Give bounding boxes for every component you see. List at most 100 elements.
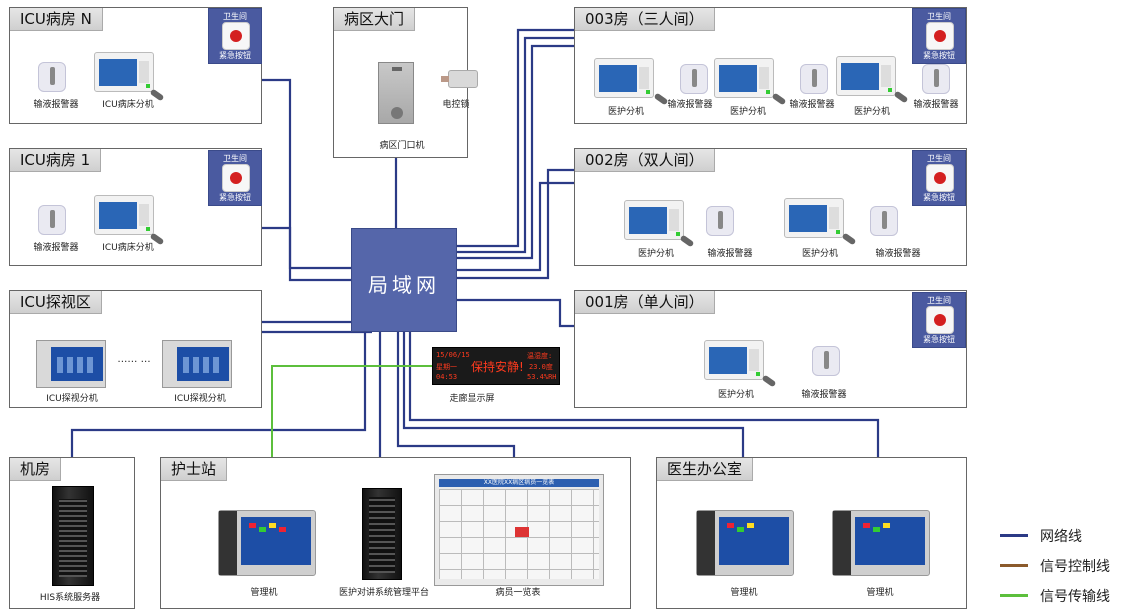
icu-bed-terminal[interactable] (94, 52, 154, 92)
corridor-temp: 23.0度 (529, 363, 553, 371)
doctor-management-terminal-label: 管理机 (730, 588, 758, 598)
patient-list-display[interactable]: XX医院XX病区病员一览表 (434, 474, 604, 586)
room-title: 003房（三人间） (575, 8, 715, 31)
intercom-platform-server-icon (362, 488, 402, 580)
icu-visit-terminal-2[interactable] (162, 340, 232, 388)
infusion-alarm[interactable] (38, 62, 66, 92)
room-title: ICU病房 1 (10, 149, 102, 172)
terminal-indicator (646, 90, 650, 94)
infusion-alarm[interactable] (680, 64, 708, 94)
lan-hub: 局域网 (351, 228, 457, 332)
emergency-button-label: 紧急按钮 (923, 51, 955, 60)
legend-network-swatch (1000, 534, 1028, 537)
room-title: 001房（单人间） (575, 291, 715, 314)
terminal-screen (719, 517, 789, 565)
washroom-003: 卫生间 紧急按钮 (912, 8, 966, 64)
nurse-terminal[interactable] (836, 56, 896, 96)
corridor-temp-label: 温湿度: (527, 352, 553, 360)
icu-bed-terminal-label: ICU病床分机 (102, 243, 154, 253)
room-title: ICU病房 N (10, 8, 103, 31)
corridor-date: 15/06/15 (436, 351, 470, 359)
corridor-display: 15/06/15 星期一 04:53 保持安静! 温湿度: 23.0度 53.4… (432, 347, 560, 385)
washroom-label: 卫生间 (223, 12, 247, 21)
infusion-alarm[interactable] (800, 64, 828, 94)
room-title: 机房 (10, 458, 62, 481)
his-server-label: HIS系统服务器 (39, 593, 101, 603)
infusion-alarm-label: 输液报警器 (913, 100, 959, 110)
emergency-button-label: 紧急按钮 (923, 335, 955, 344)
terminal-keypad (759, 67, 769, 89)
door-intercom-label: 病区门口机 (379, 141, 425, 151)
legend-transmit-swatch (1000, 594, 1028, 597)
terminal-indicator (836, 230, 840, 234)
intercom-platform-label: 医护对讲系统管理平台 (338, 588, 430, 598)
patient-list-alert (515, 527, 529, 537)
nurse-terminal[interactable] (714, 58, 774, 98)
infusion-alarm[interactable] (812, 346, 840, 376)
infusion-alarm[interactable] (38, 205, 66, 235)
nurse-terminal-label: 医护分机 (717, 390, 755, 400)
nurse-terminal[interactable] (784, 198, 844, 238)
emergency-button[interactable] (222, 164, 250, 192)
nurse-terminal-label: 医护分机 (853, 107, 891, 117)
nurse-terminal[interactable] (704, 340, 764, 380)
icu-visit-terminal-1[interactable] (36, 340, 106, 388)
terminal-screen (719, 65, 757, 92)
door-intercom-panel[interactable] (378, 62, 414, 124)
infusion-alarm[interactable] (870, 206, 898, 236)
washroom-icu-1: 卫生间 紧急按钮 (208, 150, 262, 206)
legend-network-label: 网络线 (1040, 529, 1082, 545)
terminal-screen (177, 347, 229, 381)
nurse-management-terminal[interactable] (218, 510, 316, 576)
nurse-terminal[interactable] (624, 200, 684, 240)
terminal-keypad (881, 65, 891, 87)
nurse-terminal[interactable] (594, 58, 654, 98)
room-title: 002房（双人间） (575, 149, 715, 172)
infusion-alarm-label: 输液报警器 (33, 100, 79, 110)
terminal-indicator (766, 90, 770, 94)
icu-bed-terminal-label: ICU病床分机 (102, 100, 154, 110)
lan-label: 局域网 (368, 273, 440, 297)
infusion-alarm-label: 输液报警器 (33, 243, 79, 253)
terminal-screen (789, 205, 827, 232)
infusion-alarm-label: 输液报警器 (875, 249, 921, 259)
terminal-screen (841, 63, 879, 90)
terminal-keypad (669, 209, 679, 231)
washroom-label: 卫生间 (927, 12, 951, 21)
doctor-management-terminal-1[interactable] (696, 510, 794, 576)
emergency-button-label: 紧急按钮 (923, 193, 955, 202)
room-001: 001房（单人间） (574, 290, 967, 408)
emergency-button-label: 紧急按钮 (219, 51, 251, 60)
room-title: ICU探视区 (10, 291, 102, 314)
doctor-management-terminal-label: 管理机 (866, 588, 894, 598)
patient-list-header: XX医院XX病区病员一览表 (439, 479, 599, 487)
room-title: 护士站 (161, 458, 228, 481)
corridor-message: 保持安静! (471, 360, 524, 374)
icu-bed-terminal[interactable] (94, 195, 154, 235)
terminal-indicator (676, 232, 680, 236)
corridor-time: 04:53 (436, 373, 458, 381)
electric-lock-icon (441, 70, 478, 88)
nurse-terminal-label: 医护分机 (729, 107, 767, 117)
terminal-keypad (749, 349, 759, 371)
terminal-screen (51, 347, 103, 381)
room-title: 病区大门 (334, 8, 416, 31)
infusion-alarm[interactable] (706, 206, 734, 236)
handset (219, 511, 237, 575)
infusion-alarm[interactable] (922, 64, 950, 94)
emergency-button[interactable] (926, 306, 954, 334)
emergency-button-label: 紧急按钮 (219, 193, 251, 202)
emergency-button[interactable] (222, 22, 250, 50)
nurse-terminal-label: 医护分机 (801, 249, 839, 259)
corridor-weekday: 星期一 (436, 363, 457, 371)
terminal-indicator (888, 88, 892, 92)
terminal-keypad (639, 67, 649, 89)
terminal-screen (855, 517, 925, 565)
emergency-button[interactable] (926, 22, 954, 50)
his-server-icon (52, 486, 94, 586)
emergency-button[interactable] (926, 164, 954, 192)
infusion-alarm-label: 输液报警器 (667, 100, 713, 110)
doctor-management-terminal-2[interactable] (832, 510, 930, 576)
legend-control-label: 信号控制线 (1040, 559, 1110, 575)
terminal-screen (709, 347, 747, 374)
